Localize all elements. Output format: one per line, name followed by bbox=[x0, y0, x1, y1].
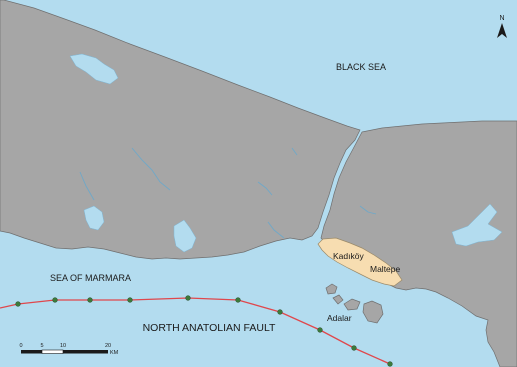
north-arrow-icon bbox=[497, 23, 507, 38]
river-3 bbox=[257, 181, 273, 196]
fault-markers bbox=[15, 295, 393, 367]
island-3 bbox=[343, 298, 361, 311]
island-2 bbox=[332, 294, 344, 305]
river-1 bbox=[131, 147, 171, 191]
scale-bar-seg-3 bbox=[63, 350, 108, 354]
fault-marker bbox=[351, 345, 357, 351]
island-1 bbox=[325, 283, 338, 295]
label-kadikoy: Kadıköy bbox=[333, 251, 364, 261]
scale-tick-0: 0 bbox=[19, 343, 22, 349]
lake-north bbox=[69, 53, 119, 85]
scale-bar-seg-1 bbox=[21, 350, 42, 354]
fault-marker bbox=[387, 361, 393, 367]
river-2 bbox=[79, 171, 95, 201]
river-5 bbox=[359, 205, 377, 215]
river-6 bbox=[267, 221, 285, 239]
scale-bar-seg-2 bbox=[41, 349, 64, 354]
island-4 bbox=[362, 300, 384, 324]
lake-west bbox=[83, 205, 105, 231]
fault-marker bbox=[235, 297, 241, 303]
fault-marker bbox=[185, 295, 191, 301]
scale-tick-20: 20 bbox=[105, 343, 111, 349]
fault-marker bbox=[277, 309, 283, 315]
lake-kucukcekmece bbox=[173, 219, 197, 253]
district-kadikoy-maltepe bbox=[317, 237, 403, 287]
river-4 bbox=[291, 147, 298, 156]
scale-unit: KM bbox=[110, 350, 119, 356]
label-adalar: Adalar bbox=[327, 313, 352, 323]
scale-tick-10: 10 bbox=[60, 343, 66, 349]
label-fault: NORTH ANATOLIAN FAULT bbox=[143, 322, 276, 334]
lake-asia-east bbox=[451, 203, 503, 247]
fault-marker bbox=[87, 297, 93, 303]
fault-marker bbox=[15, 301, 21, 307]
fault-marker bbox=[127, 297, 133, 303]
north-arrow-letter: N bbox=[499, 15, 504, 22]
north-arrow: N bbox=[497, 15, 507, 38]
fault-marker bbox=[317, 327, 323, 333]
label-maltepe: Maltepe bbox=[370, 264, 401, 274]
scale-bar: 0 5 10 20 KM bbox=[19, 343, 118, 356]
label-sea-of-marmara: SEA OF MARMARA bbox=[50, 273, 131, 283]
land-asia bbox=[320, 120, 517, 367]
fault-marker bbox=[52, 297, 58, 303]
label-black-sea: BLACK SEA bbox=[336, 62, 386, 72]
scale-tick-5: 5 bbox=[40, 343, 43, 349]
